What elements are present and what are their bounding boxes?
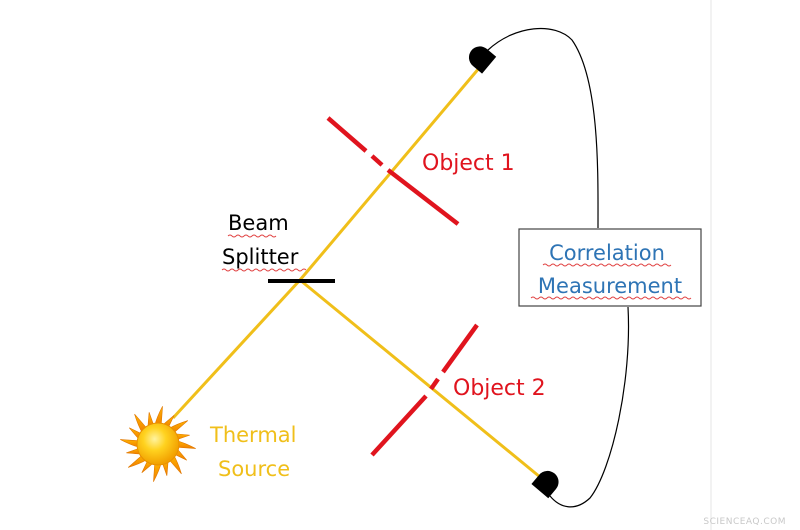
- object-1-label: Object 1: [422, 151, 515, 176]
- source-label-line1: Thermal: [209, 423, 296, 447]
- beam-splitter-label-line1: Beam: [228, 211, 289, 235]
- watermark: SCIENCEAQ.COM: [703, 517, 786, 527]
- source-label-line2: Source: [218, 457, 290, 481]
- correlation-box: [518, 228, 702, 307]
- wire-lower: [549, 306, 630, 508]
- correlation-label-line2: Measurement: [538, 274, 682, 298]
- sun-ray: [176, 440, 196, 449]
- sun-ray: [154, 406, 163, 426]
- detector-icon: [531, 470, 559, 499]
- sun-icon: [120, 406, 196, 482]
- detector-icon: [468, 46, 497, 74]
- sun-ray: [120, 439, 140, 448]
- spellcheck-underline: [530, 296, 692, 300]
- object-2: [370, 323, 479, 457]
- correlation-label-line1: Correlation: [549, 241, 665, 265]
- sun-ray: [153, 462, 162, 482]
- spellcheck-underline: [227, 234, 277, 238]
- spellcheck-underline: [542, 263, 672, 267]
- beam-source-to-splitter: [171, 278, 302, 420]
- object-2-label: Object 2: [453, 376, 546, 401]
- spellcheck-underline: [221, 268, 307, 272]
- object-1: [326, 116, 460, 226]
- beam-splitter-label-line2: Splitter: [222, 245, 299, 269]
- wire-upper: [487, 27, 599, 229]
- beam-splitter-to-detector2: [299, 278, 541, 479]
